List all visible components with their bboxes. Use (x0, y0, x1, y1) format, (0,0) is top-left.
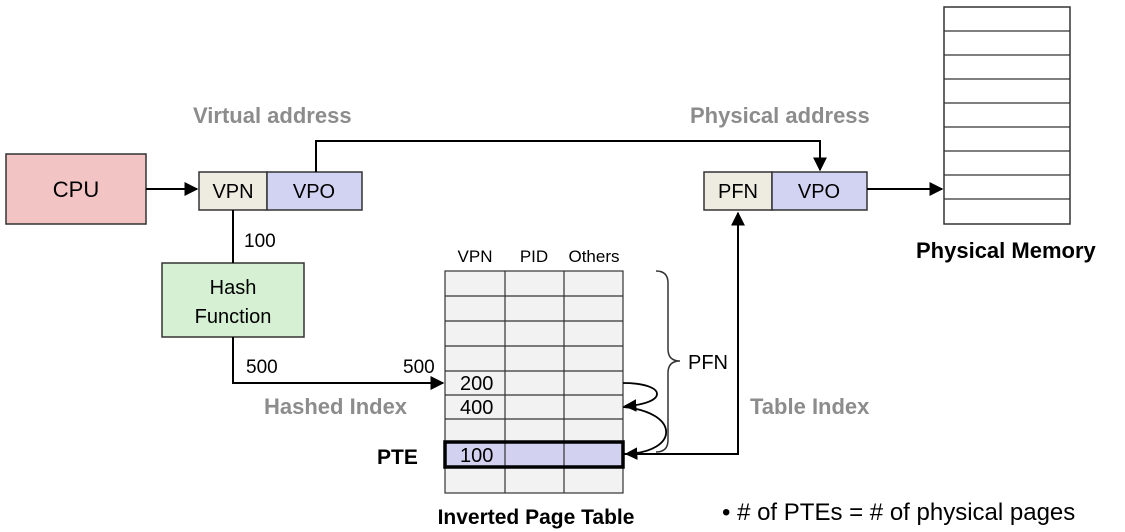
physical-address-label: Physical address (690, 103, 870, 128)
note-text: • # of PTEs = # of physical pages (722, 499, 1075, 526)
inverted-page-table-title: Inverted Page Table (438, 506, 635, 529)
cpu-box (5, 153, 147, 225)
vpn-box (198, 171, 268, 211)
hash-label-line2: Function (195, 306, 272, 328)
pte-row-fill (445, 442, 623, 467)
vpo-label: VPO (293, 181, 335, 203)
physical-vpo-label: VPO (798, 181, 840, 203)
vpo-to-physical-vpo-arrow (315, 140, 827, 172)
vpn-label: VPN (212, 181, 253, 203)
table-index-label: Table Index (750, 394, 870, 419)
physical-memory-label: Physical Memory (916, 238, 1097, 263)
pfn-label: PFN (718, 181, 758, 203)
cpu-label: CPU (53, 177, 99, 202)
physical-memory-stack (943, 6, 1071, 225)
inverted-page-table (443, 270, 625, 494)
vpo-box (266, 171, 363, 211)
table-entry-100: 100 (460, 445, 493, 467)
table-input-label: 500 (403, 357, 435, 378)
table-index-to-pfn-arrow (623, 211, 745, 455)
hash-to-table-arrow (232, 337, 445, 390)
table-header-vpn: VPN (458, 247, 493, 266)
table-entry-400: 400 (460, 397, 493, 419)
table-entry-200: 200 (460, 373, 493, 395)
pfn-brace-label: PFN (688, 352, 728, 374)
table-header-others: Others (568, 247, 619, 266)
physical-vpo-box (771, 171, 868, 211)
virtual-address-label: Virtual address (193, 103, 352, 128)
hash-label-line1: Hash (210, 277, 257, 299)
table-header-pid: PID (520, 247, 548, 266)
vpn-value-label: 100 (244, 231, 276, 252)
pte-label: PTE (377, 446, 418, 469)
pfn-brace (655, 270, 681, 453)
hashed-index-label: Hashed Index (264, 394, 408, 419)
chain-arrow-200-to-400 (622, 382, 658, 412)
chain-arrow-400-to-100 (622, 406, 667, 460)
hash-output-label: 500 (246, 357, 278, 378)
